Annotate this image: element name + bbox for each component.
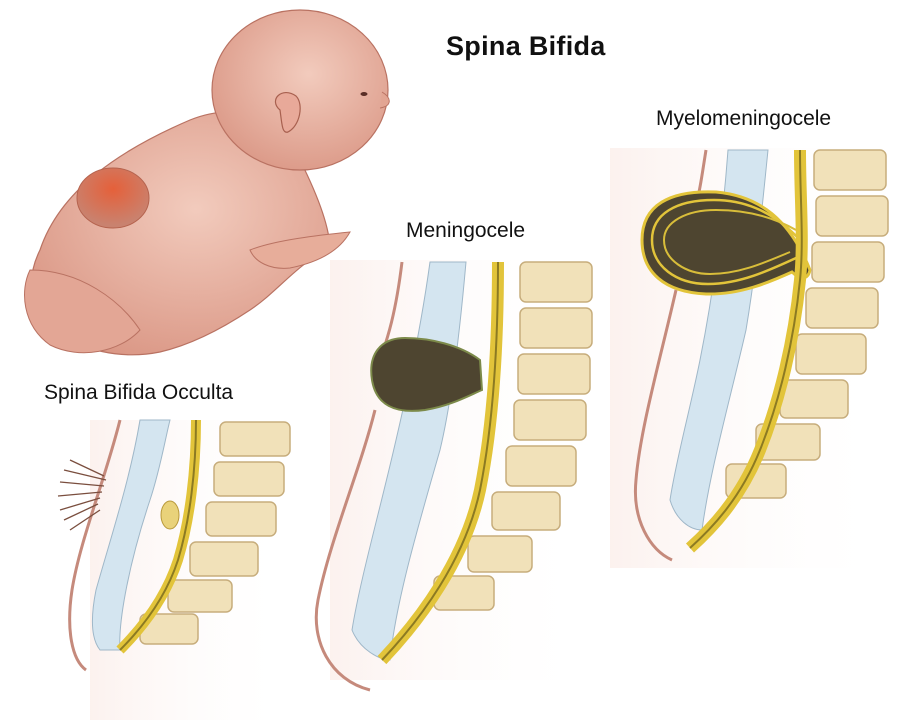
baby-head xyxy=(212,10,388,170)
panel-meningocele xyxy=(316,260,592,690)
baby-back-sac xyxy=(77,168,149,228)
panel-myelomeningocele xyxy=(610,148,890,568)
panel-spina-bifida-occulta xyxy=(58,420,290,720)
